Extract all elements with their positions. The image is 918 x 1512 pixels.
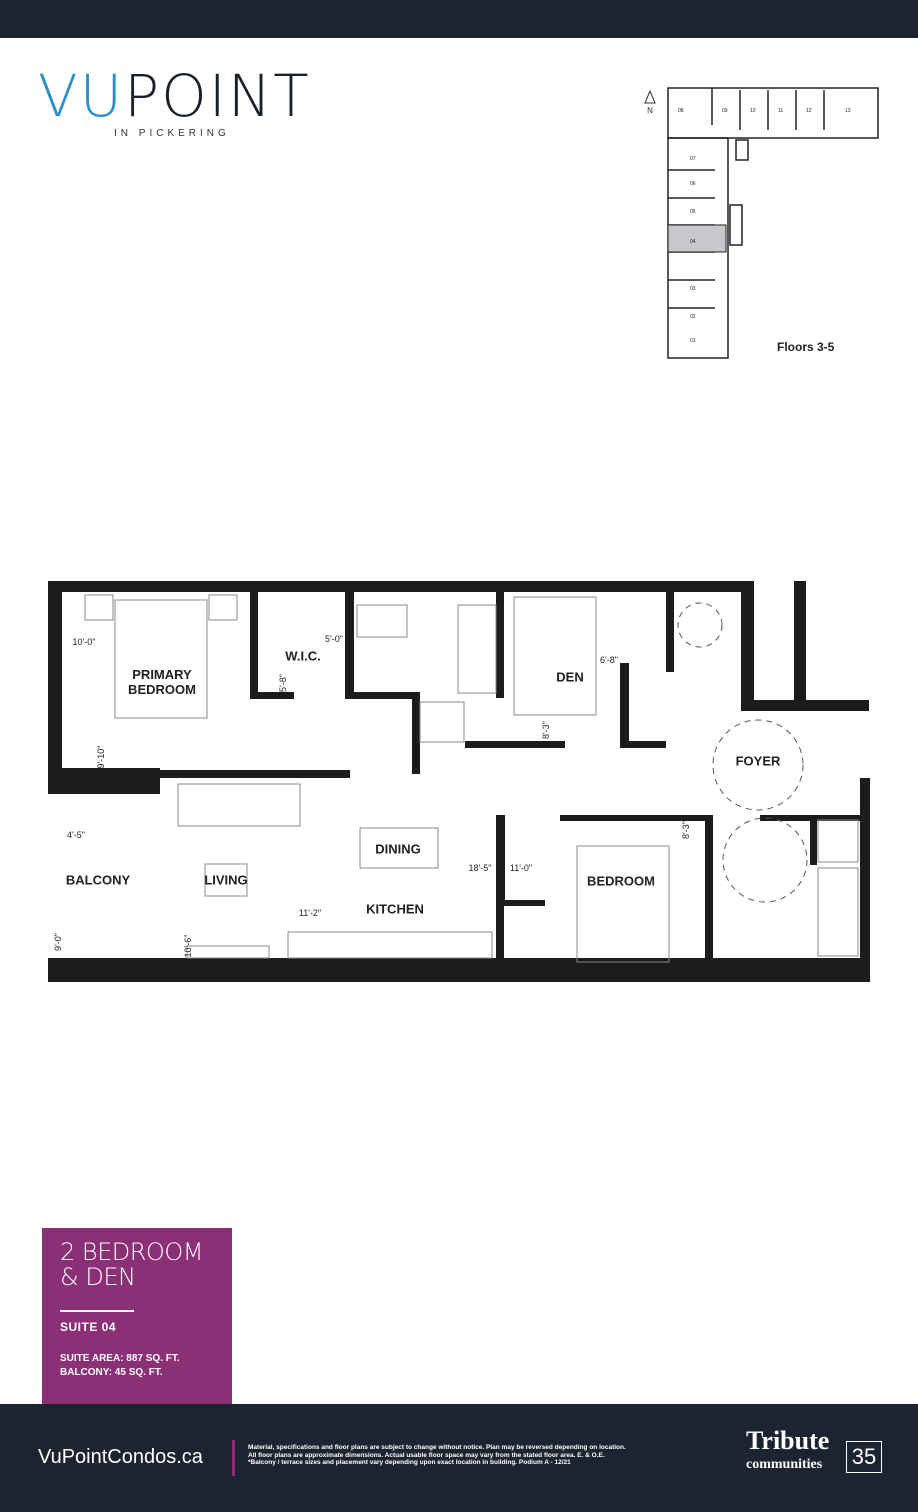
- unit-02: 02: [690, 314, 696, 320]
- dim-bedroom-width: 11'-0": [509, 863, 533, 873]
- dim-balcony-depth: 9'-0": [53, 933, 63, 951]
- logo-vu: VU: [38, 62, 125, 130]
- room-balcony: BALCONY: [65, 872, 131, 888]
- top-banner: [0, 0, 918, 38]
- dim-living-depth: 10'-6": [183, 934, 193, 958]
- vupoint-logo: VUPOINT IN PICKERING: [38, 66, 309, 146]
- suite-type: 2 BEDROOM & DEN: [60, 1238, 203, 1291]
- unit-06: 06: [690, 181, 696, 187]
- room-den: DEN: [556, 669, 584, 685]
- unit-11: 11: [778, 108, 783, 114]
- unit-08: 08: [678, 108, 684, 114]
- floors-label: Floors 3-5: [777, 340, 835, 354]
- dim-kitchen-width: 11'-2": [298, 908, 322, 918]
- room-wic: W.I.C.: [285, 648, 321, 664]
- dim-den-depth: 8'-3": [541, 721, 551, 739]
- dim-primary-width: 10'-0": [72, 637, 96, 647]
- unit-05: 05: [690, 209, 696, 215]
- logo-subtitle: IN PICKERING: [114, 128, 230, 139]
- dim-wic-width: 5'-0": [325, 634, 343, 644]
- suite-info-box: 2 BEDROOM & DEN SUITE 04 SUITE AREA: 887…: [42, 1228, 232, 1404]
- unit-04: 04: [690, 239, 696, 245]
- north-arrow: N: [643, 89, 657, 115]
- room-foyer: FOYER: [735, 753, 781, 769]
- dim-den-width: 6'-8": [600, 655, 618, 665]
- unit-12: 12: [806, 108, 812, 114]
- years-badge: 35: [846, 1441, 882, 1473]
- logo-point: POINT: [124, 62, 311, 130]
- divider: [232, 1440, 235, 1476]
- footer: VuPointCondos.ca Material, specification…: [0, 1404, 918, 1512]
- key-plan: 01 02 03 04 05 06 07 08 09 10 11 12 13: [667, 87, 879, 359]
- builder-subtitle: communities: [746, 1457, 823, 1472]
- room-living: LIVING: [204, 872, 248, 888]
- balcony-area: BALCONY: 45 SQ. FT.: [60, 1367, 163, 1378]
- room-primary-bedroom: PRIMARY BEDROOM: [128, 667, 196, 697]
- north-label: N: [647, 106, 653, 115]
- tribute-logo: Tribute communities: [746, 1426, 829, 1473]
- unit-13: 13: [845, 108, 851, 114]
- suite-number: SUITE 04: [60, 1320, 117, 1334]
- disclaimer: Material, specifications and floor plans…: [248, 1444, 626, 1466]
- unit-09: 09: [722, 108, 728, 114]
- unit-01: 01: [690, 338, 696, 344]
- room-kitchen: KITCHEN: [366, 901, 424, 917]
- room-bedroom: BEDROOM: [587, 873, 655, 889]
- divider: [60, 1310, 134, 1312]
- dim-balcony-width: 4'-5": [67, 830, 85, 840]
- builder-name: Tribute: [746, 1426, 830, 1455]
- dim-living-width: 18'-5": [468, 863, 492, 873]
- room-dining: DINING: [375, 841, 421, 857]
- dim-wic-depth: 5'-8": [278, 674, 288, 692]
- unit-10: 10: [750, 108, 756, 114]
- unit-07: 07: [690, 156, 696, 162]
- dim-bedroom-depth: 8'-3": [681, 821, 691, 839]
- unit-03: 03: [690, 286, 696, 292]
- dim-primary-depth: 9'-10": [96, 745, 106, 769]
- suite-area: SUITE AREA: 887 SQ. FT.: [60, 1353, 180, 1364]
- website-link[interactable]: VuPointCondos.ca: [38, 1446, 203, 1468]
